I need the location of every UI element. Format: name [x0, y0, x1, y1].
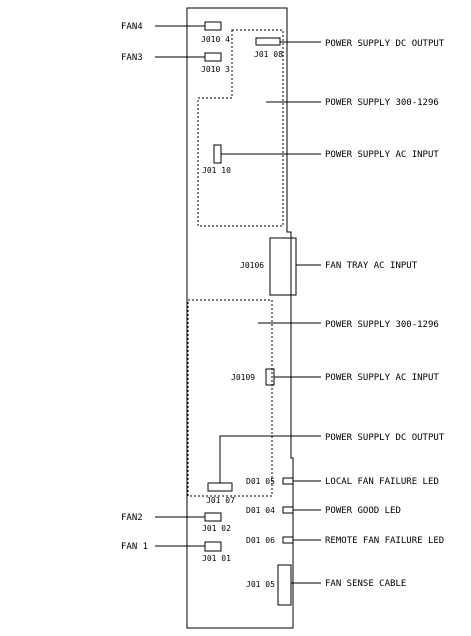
ps-dc-output-bottom-label: POWER SUPPLY DC OUTPUT	[325, 433, 445, 443]
fan-tray-ac-input-label: FAN TRAY AC INPUT	[325, 261, 418, 271]
j0104-connector	[204, 21, 222, 31]
d0104-led	[282, 506, 294, 514]
d0105-ref: D01 05	[246, 477, 275, 486]
j0103-connector	[204, 52, 222, 62]
j0109-connector	[265, 368, 275, 386]
fan1-label: FAN 1	[121, 542, 148, 552]
j0103-ref: J010 3	[201, 65, 230, 74]
j0105-connector	[277, 564, 292, 606]
d0104-ref: D01 04	[246, 506, 275, 515]
j0105-ref: J01 05	[246, 580, 275, 589]
fan2-label: FAN2	[121, 513, 143, 523]
j0102-ref: J01 02	[202, 524, 231, 533]
ps-dc-output-top-label: POWER SUPPLY DC OUTPUT	[325, 39, 445, 49]
fan3-label: FAN3	[121, 53, 143, 63]
ps-ac-input-top-label: POWER SUPPLY AC INPUT	[325, 150, 439, 160]
d0105-led	[282, 477, 294, 485]
fan-sense-cable-label: FAN SENSE CABLE	[325, 579, 406, 589]
j0110-ref: J01 10	[202, 166, 231, 175]
power-supply-bottom-outline	[187, 299, 273, 497]
j0109-ref: J0109	[231, 373, 255, 382]
j0101-connector	[204, 541, 222, 552]
ps-ac-input-bottom-label: POWER SUPPLY AC INPUT	[325, 373, 439, 383]
j0106-ref: J0106	[240, 261, 264, 270]
ps-bottom-label: POWER SUPPLY 300-1296	[325, 320, 439, 330]
power-good-led-label: POWER GOOD LED	[325, 506, 401, 516]
j0108-connector	[255, 37, 281, 46]
remote-fan-failure-led-label: REMOTE FAN FAILURE LED	[325, 536, 444, 546]
j0102-connector	[204, 512, 222, 522]
d0106-led	[282, 536, 294, 544]
local-fan-failure-led-label: LOCAL FAN FAILURE LED	[325, 477, 439, 487]
fan4-label: FAN4	[121, 22, 143, 32]
board-outline	[186, 7, 294, 629]
j0106-connector	[269, 237, 297, 296]
j0101-ref: J01 01	[202, 554, 231, 563]
j0107-ref: J01 07	[206, 496, 235, 505]
power-supply-top-outline	[197, 29, 284, 227]
d0106-ref: D01 06	[246, 536, 275, 545]
ps-top-label: POWER SUPPLY 300-1296	[325, 98, 439, 108]
j0107-connector	[207, 482, 233, 492]
j0110-connector	[213, 144, 222, 164]
j0104-ref: J010 4	[201, 35, 230, 44]
j0108-ref: J01 08	[254, 50, 283, 59]
